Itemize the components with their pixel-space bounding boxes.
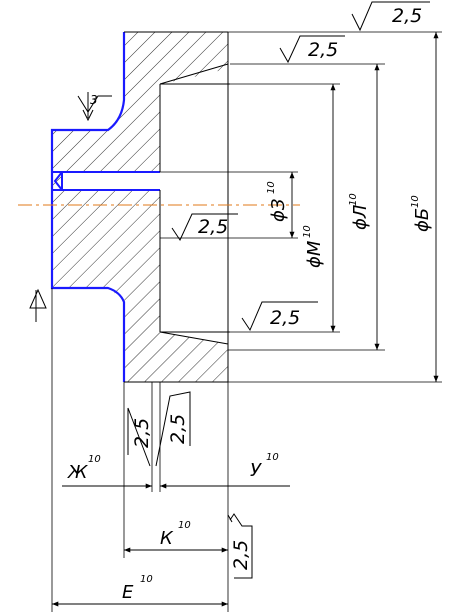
bottom-roughness-tick (227, 514, 233, 523)
svg-text:ϕБ: ϕБ (412, 208, 433, 232)
diameter-dim-lines (289, 31, 439, 382)
svg-text:10: 10 (88, 454, 101, 465)
svg-text:К: К (160, 528, 174, 549)
svg-text:10: 10 (266, 181, 277, 194)
svg-text:10: 10 (348, 193, 359, 206)
dim-label-Zh: Ж 10 (67, 454, 101, 483)
dim-label-phi-Z: ϕЗ 10 (266, 181, 289, 222)
svg-text:10: 10 (302, 225, 313, 238)
svg-text:10: 10 (266, 452, 279, 463)
dim-label-K: К 10 (160, 520, 191, 549)
svg-text:10: 10 (140, 574, 153, 585)
svg-text:10: 10 (178, 520, 191, 531)
dim-label-E: Е 10 (122, 574, 153, 603)
svg-text:У: У (250, 460, 262, 481)
part-section-hatch (52, 32, 230, 382)
svg-text:10: 10 (410, 195, 421, 208)
part-outline (50, 32, 126, 382)
roughness-left-face-b: 2,5 (167, 414, 189, 444)
dim-label-phi-M: ϕМ 10 (302, 225, 325, 268)
hole-outline (52, 171, 160, 191)
roughness-top-mid: 2,5 (308, 39, 338, 61)
roughness-symbols (29, 1, 430, 579)
roughness-left-face-a: 2,5 (131, 418, 153, 448)
svg-text:ϕЛ: ϕЛ (350, 204, 371, 230)
roughness-lower-right: 2,5 (270, 307, 300, 329)
svg-text:Ж: Ж (67, 462, 88, 483)
roughness-arrow-3 (82, 92, 94, 122)
dim-label-U: У 10 (250, 452, 279, 481)
roughness-bore: 2,5 (198, 216, 228, 238)
extension-lines (51, 31, 442, 612)
roughness-label-3: 3 (90, 93, 98, 107)
svg-text:ϕЗ: ϕЗ (268, 198, 289, 222)
svg-text:ϕМ: ϕМ (304, 240, 325, 268)
svg-text:Е: Е (122, 582, 134, 603)
roughness-bottom-face: 2,5 (230, 540, 252, 570)
roughness-top-right: 2,5 (392, 5, 422, 27)
linear-dim-lines (52, 483, 290, 607)
dim-label-phi-L: ϕЛ 10 (348, 193, 371, 230)
dim-label-phi-B: ϕБ 10 (410, 195, 433, 232)
bore-edges (124, 31, 230, 383)
